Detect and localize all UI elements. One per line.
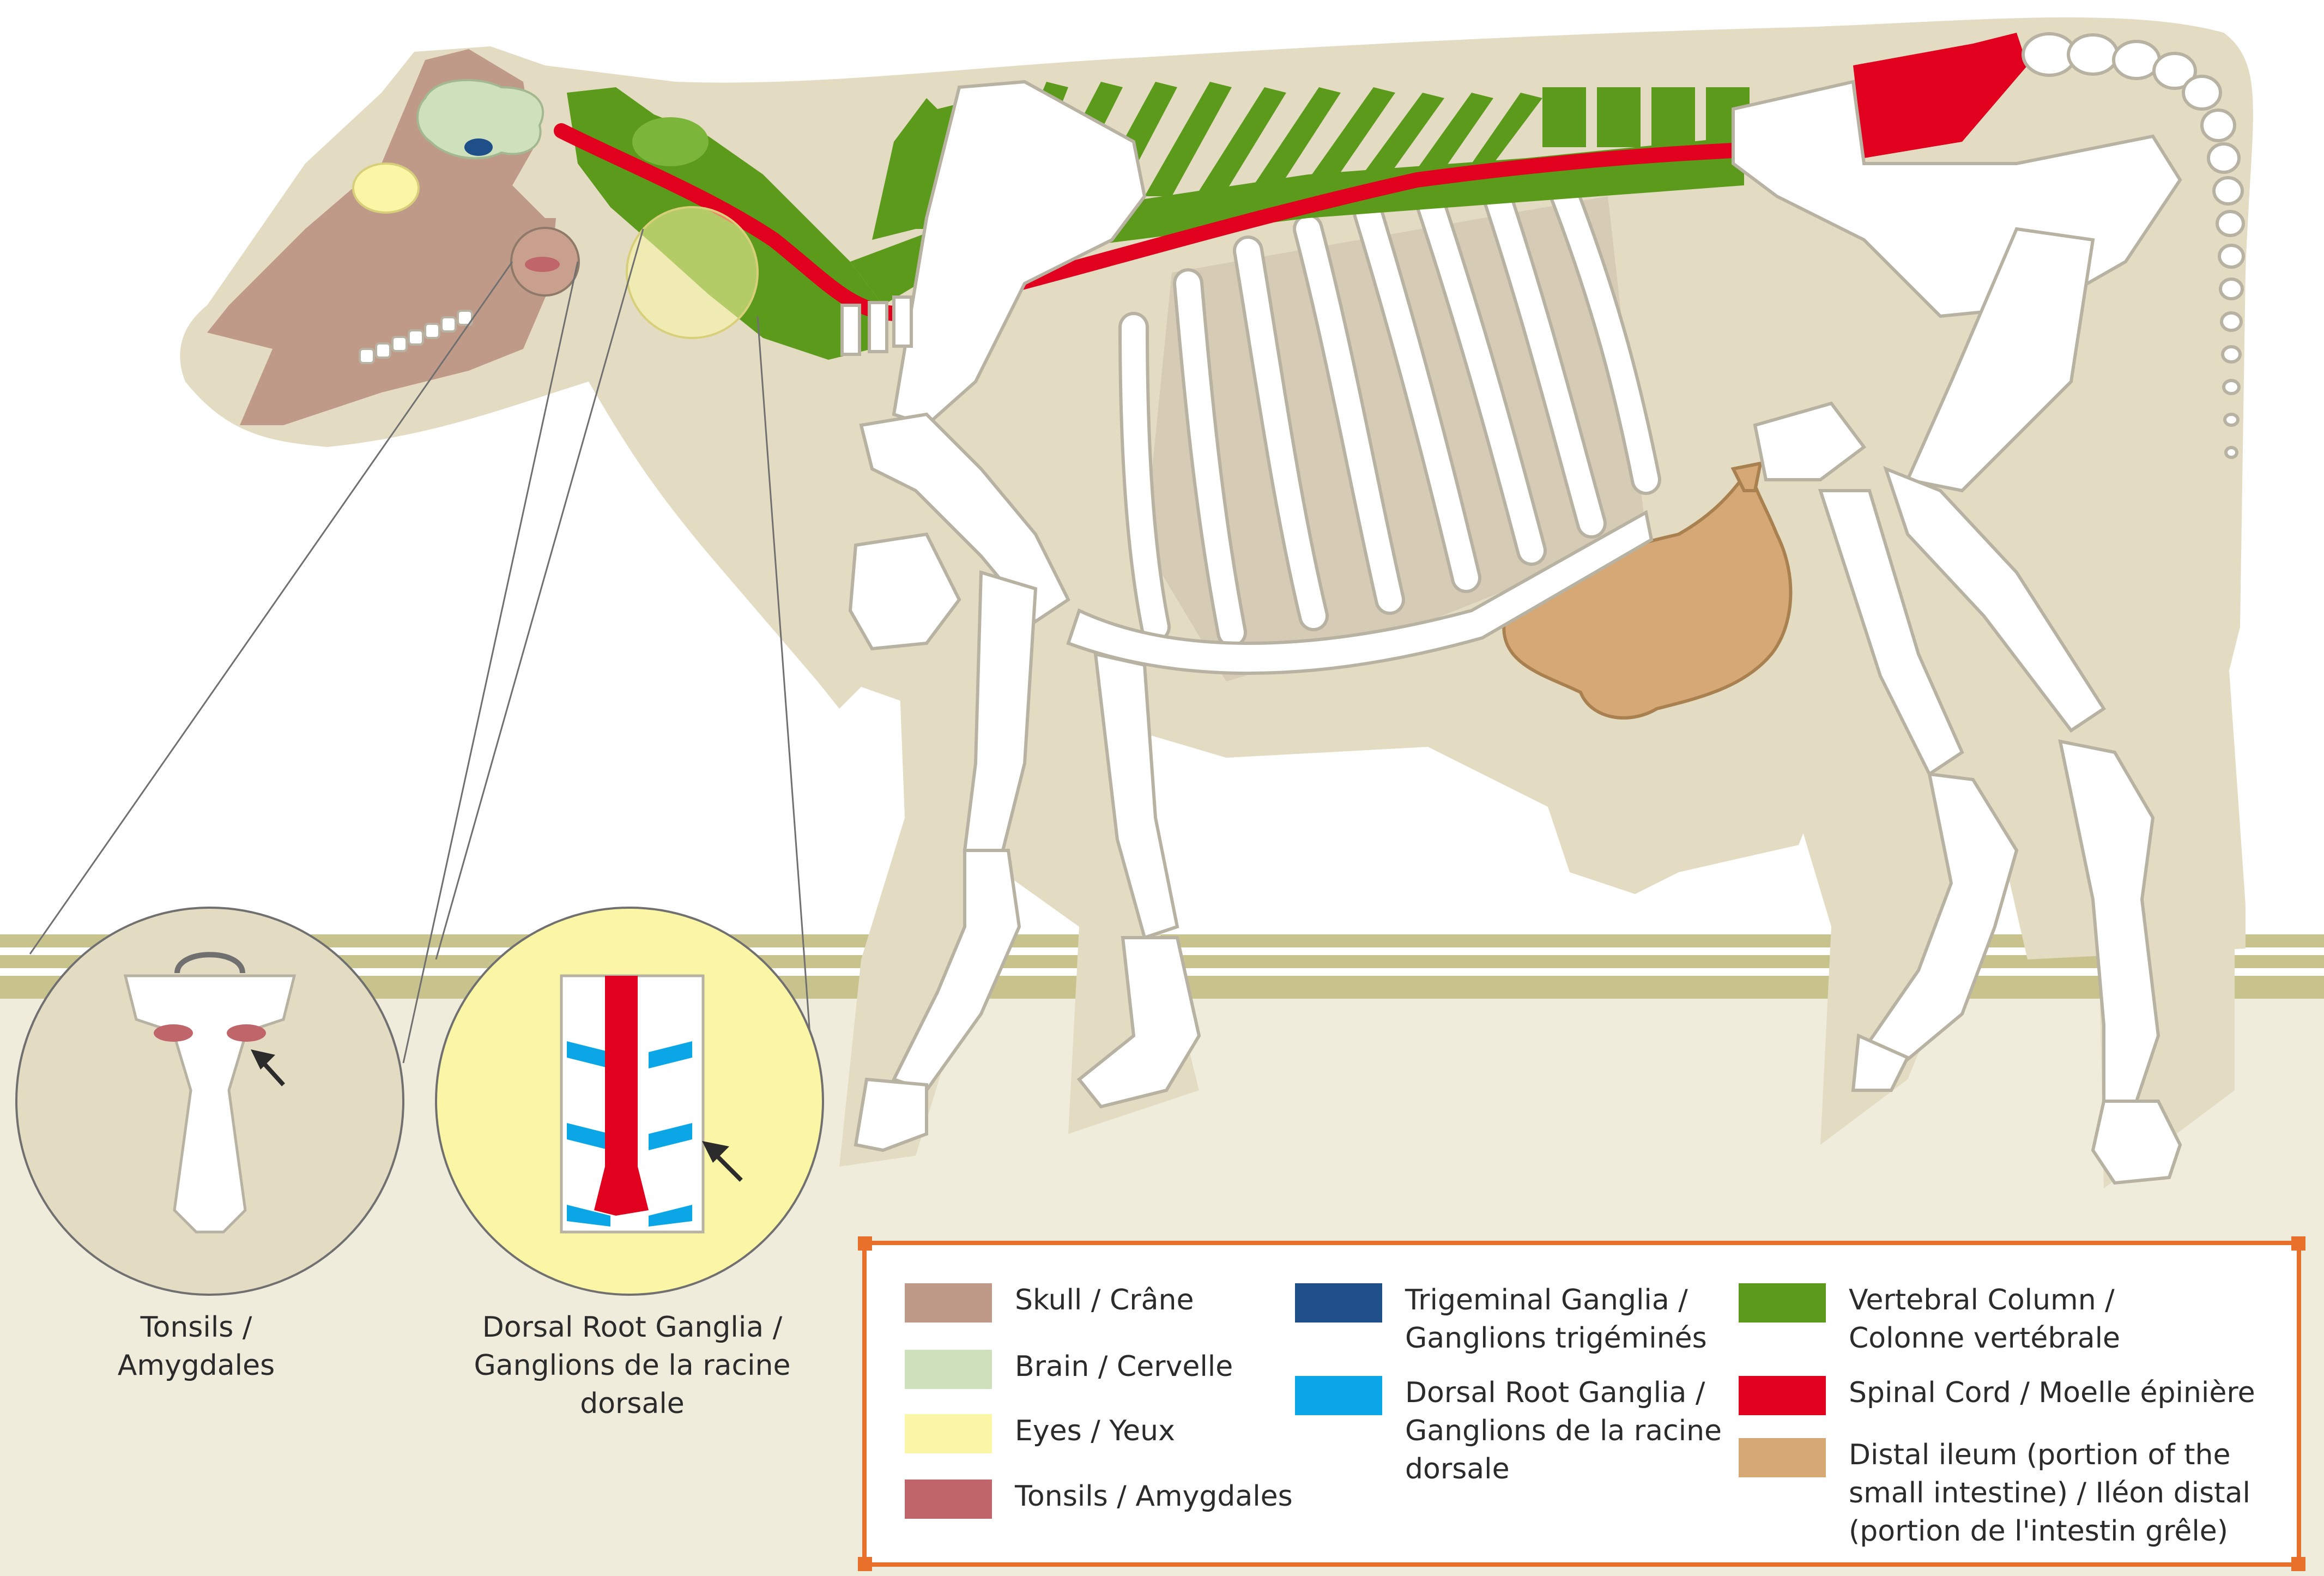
tonsil-organ [525, 257, 560, 272]
tonsils-callout-line-1: Tonsils / [87, 1308, 305, 1346]
legend-trigeminal-line-2: Ganglions trigéminés [1405, 1319, 1707, 1357]
drg-callout-line-2: Ganglions de la racine [463, 1346, 801, 1385]
legend-trigeminal-line-1: Trigeminal Ganglia / [1405, 1281, 1707, 1319]
legend-label-spinal-cord: Spinal Cord / Moelle épinière [1849, 1374, 2255, 1412]
legend-corner-tl [858, 1236, 872, 1251]
neck-vertebra-blob [632, 117, 709, 166]
tonsils-zoom [16, 908, 403, 1295]
legend-vertebral-line-1: Vertebral Column / [1849, 1281, 2120, 1319]
legend-swatch-brain [905, 1350, 992, 1389]
legend-ileum-line-1: Distal ileum (portion of the [1849, 1436, 2250, 1474]
legend-tonsils-line-1: Tonsils / Amygdales [1015, 1477, 1293, 1515]
legend-dorsal-root-line-2: Ganglions de la racine [1405, 1412, 1722, 1450]
legend-label-eyes: Eyes / Yeux [1015, 1412, 1175, 1450]
legend-swatch-eyes [905, 1414, 992, 1453]
legend-corner-bl [858, 1557, 872, 1571]
legend-label-vertebral: Vertebral Column / Colonne vertébrale [1849, 1281, 2120, 1357]
neck-processes [842, 297, 911, 354]
legend-swatch-dorsal-root [1295, 1376, 1382, 1415]
legend-swatch-spinal-cord [1739, 1376, 1826, 1415]
legend-swatch-skull [905, 1283, 992, 1323]
legend-dorsal-root-line-1: Dorsal Root Ganglia / [1405, 1374, 1722, 1412]
legend-label-trigeminal: Trigeminal Ganglia / Ganglions trigéminé… [1405, 1281, 1707, 1357]
legend-label-brain: Brain / Cervelle [1015, 1348, 1233, 1386]
legend-swatch-ileum [1739, 1438, 1826, 1477]
legend-eyes-line-1: Eyes / Yeux [1015, 1412, 1175, 1450]
legend-brain-line-1: Brain / Cervelle [1015, 1348, 1233, 1386]
legend-skull-line-1: Skull / Crâne [1015, 1281, 1194, 1319]
legend-label-dorsal-root: Dorsal Root Ganglia / Ganglions de la ra… [1405, 1374, 1722, 1488]
eye-organ [353, 164, 419, 213]
drg-callout-line-3: dorsale [463, 1385, 801, 1423]
legend-ileum-line-3: (portion de l'intestin grêle) [1849, 1512, 2250, 1550]
legend-box: Skull / Crâne Brain / Cervelle Eyes / Ye… [862, 1241, 2301, 1567]
drg-callout-label: Dorsal Root Ganglia / Ganglions de la ra… [463, 1308, 801, 1423]
legend-label-ileum: Distal ileum (portion of the small intes… [1849, 1436, 2250, 1550]
legend-swatch-vertebral [1739, 1283, 1826, 1323]
legend-corner-tr [2291, 1236, 2305, 1251]
trigeminal-ganglion [464, 138, 493, 156]
drg-callout-line-1: Dorsal Root Ganglia / [463, 1308, 801, 1346]
legend-vertebral-line-2: Colonne vertébrale [1849, 1319, 2120, 1357]
legend-dorsal-root-line-3: dorsale [1405, 1450, 1722, 1488]
legend-label-tonsils: Tonsils / Amygdales [1015, 1477, 1293, 1515]
legend-swatch-tonsils [905, 1480, 992, 1519]
legend-ileum-line-2: small intestine) / Iléon distal [1849, 1474, 2250, 1512]
legend-spinal-cord-line-1: Spinal Cord / Moelle épinière [1849, 1374, 2255, 1412]
legend-label-skull: Skull / Crâne [1015, 1281, 1194, 1319]
front-hoof-bone [856, 1079, 927, 1150]
tonsils-callout-label: Tonsils / Amygdales [87, 1308, 305, 1385]
drg-zoom [436, 908, 823, 1295]
drg-location-circle [627, 207, 758, 338]
tonsils-callout-line-2: Amygdales [87, 1346, 305, 1385]
legend-corner-br [2291, 1557, 2305, 1571]
legend-swatch-trigeminal [1295, 1283, 1382, 1323]
